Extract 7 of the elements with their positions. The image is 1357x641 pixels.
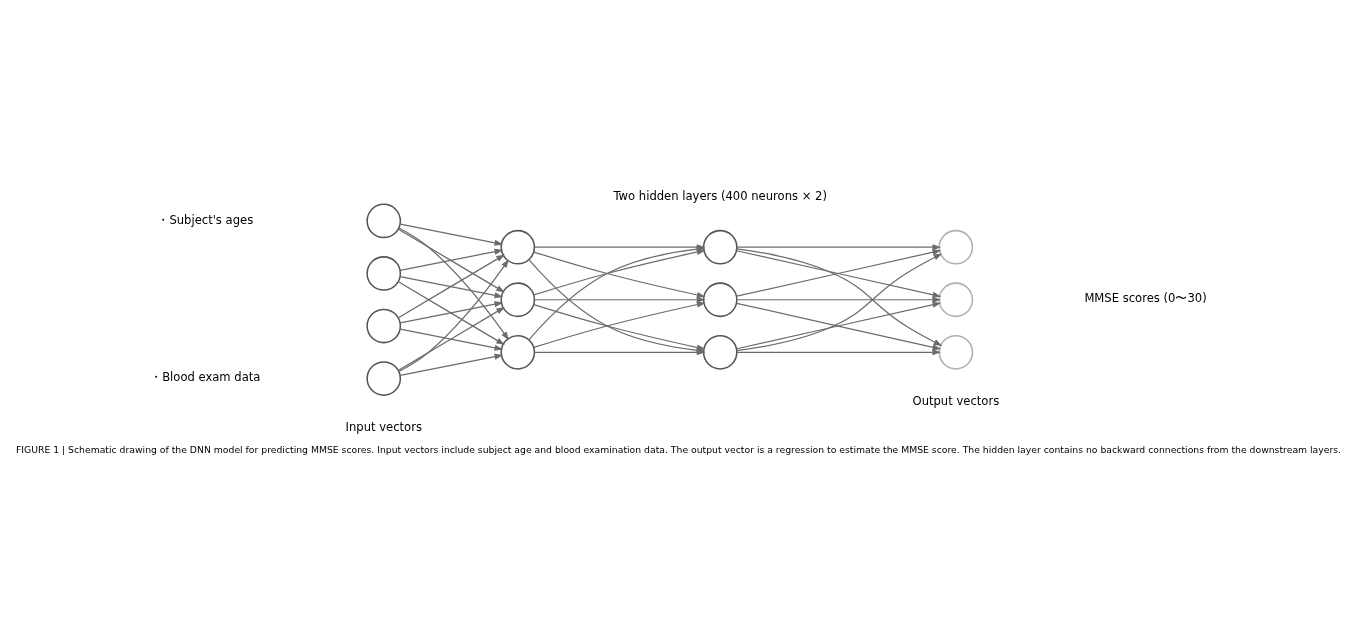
label: ・Blood exam data [150,369,261,384]
label: Two hidden layers (400 neurons × 2) [613,188,827,203]
label: MMSE scores (0〜30) [1084,290,1207,305]
label: Output vectors [912,393,1000,408]
caption: FIGURE 1 | Schematic drawing of the DNN model for predicting MMSE scores. Input vectors include subject age and blood examination data. The output vector is a regression to estimate the MMSE score. The hidden layer contains no backward connections from the downstream layers. [15,443,1342,455]
label: ・Subject's ages [157,212,254,227]
label: Input vectors [345,419,422,434]
